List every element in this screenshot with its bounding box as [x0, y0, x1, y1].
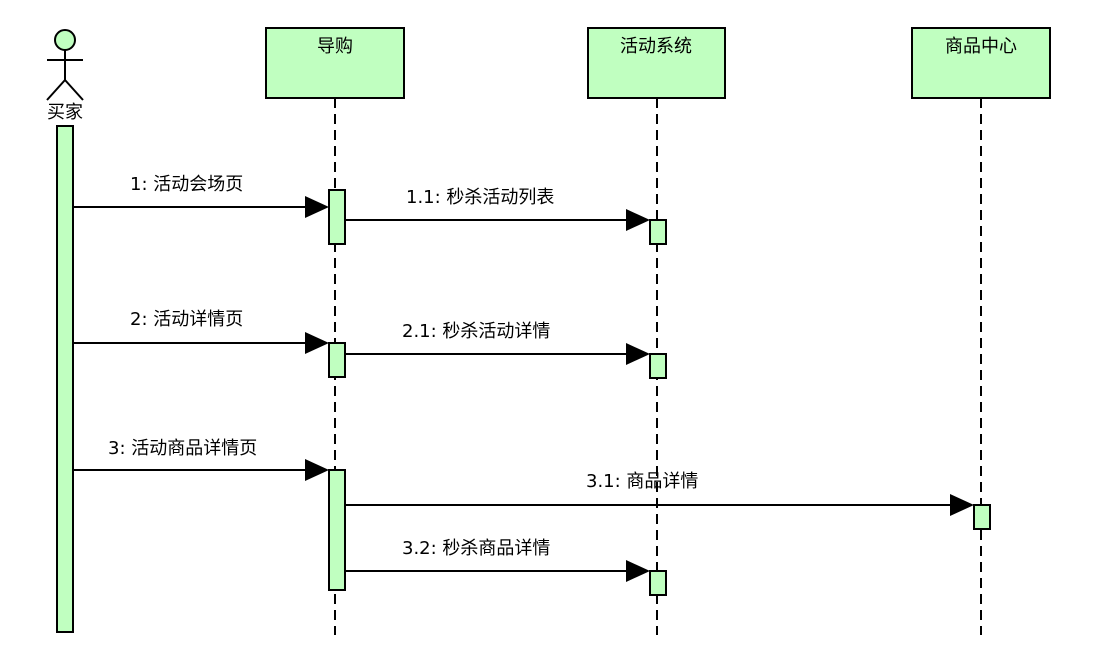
actor-buyer: 买家: [46, 29, 84, 123]
message-2-1: 2.1: 秒杀活动详情: [345, 321, 650, 365]
message-label: 3: 活动商品详情页: [108, 438, 257, 459]
arrowhead-icon: [626, 209, 650, 231]
message-3-1: 3.1: 商品详情: [345, 471, 974, 516]
participant-product-center: 商品中心: [911, 27, 1051, 99]
arrowhead-icon: [626, 343, 650, 365]
message-2: 2: 活动详情页: [73, 309, 329, 354]
activation-activity-3: [649, 570, 667, 596]
message-label: 1: 活动会场页: [130, 174, 243, 195]
participant-daogou: 导购: [265, 27, 405, 99]
actor-label: 买家: [47, 102, 83, 123]
message-3: 3: 活动商品详情页: [73, 438, 329, 481]
activation-activity-2: [649, 353, 667, 379]
participant-label-activity-system: 活动系统: [620, 36, 692, 57]
arrowhead-icon: [950, 494, 974, 516]
message-label: 2.1: 秒杀活动详情: [402, 321, 550, 342]
actor-activation-bar: [56, 125, 74, 633]
activation-daogou-3: [328, 469, 346, 591]
activation-activity-1: [649, 219, 667, 245]
message-label: 3.1: 商品详情: [586, 471, 698, 492]
activation-daogou-2: [328, 342, 346, 378]
activation-product-1: [973, 504, 991, 530]
arrowhead-icon: [305, 196, 329, 218]
message-1: 1: 活动会场页: [73, 174, 329, 218]
message-3-2: 3.2: 秒杀商品详情: [345, 538, 650, 582]
participant-activity-system: 活动系统: [587, 27, 726, 99]
stick-figure-icon: [46, 29, 84, 101]
arrowhead-icon: [626, 560, 650, 582]
message-1-1: 1.1: 秒杀活动列表: [345, 187, 650, 231]
participant-label-product-center: 商品中心: [945, 36, 1017, 57]
arrowhead-icon: [305, 459, 329, 481]
arrowhead-icon: [305, 332, 329, 354]
participant-label-daogou: 导购: [317, 36, 353, 57]
message-label: 1.1: 秒杀活动列表: [406, 187, 554, 208]
activation-daogou-1: [328, 189, 346, 245]
message-label: 2: 活动详情页: [130, 309, 243, 330]
message-label: 3.2: 秒杀商品详情: [402, 538, 550, 559]
